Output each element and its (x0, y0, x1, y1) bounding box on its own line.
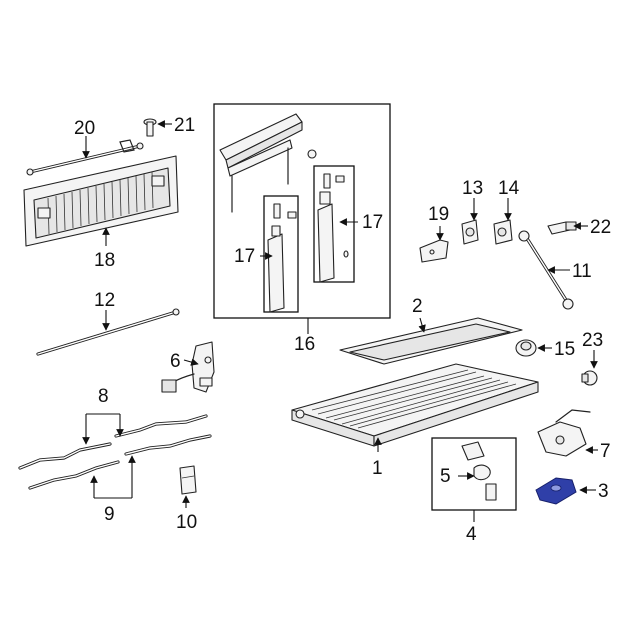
part-16-rail[interactable] (219, 113, 317, 213)
part-20-rod[interactable] (26, 139, 144, 176)
part-21-bolt[interactable] (143, 118, 157, 137)
part-6-latch[interactable] (161, 341, 215, 393)
part-1-bed[interactable] (291, 363, 539, 447)
callout-numbers: 20 21 18 12 6 8 9 10 16 17 17 2 1 19 13 … (74, 115, 611, 545)
callout-5: 5 (440, 466, 451, 487)
callout-3: 3 (598, 481, 609, 502)
callout-12: 12 (94, 290, 115, 311)
callout-14: 14 (498, 178, 520, 199)
callout-7: 7 (600, 441, 611, 462)
callout-9: 9 (104, 504, 115, 525)
part-3-striker[interactable] (535, 477, 577, 505)
callout-23: 23 (582, 330, 603, 351)
callout-17-right: 17 (362, 212, 383, 233)
part-11-cable[interactable] (518, 230, 574, 310)
part-16-frame (213, 103, 391, 319)
callout-13: 13 (462, 178, 483, 199)
callout-11: 11 (572, 261, 592, 282)
part-19-bracket[interactable] (419, 239, 449, 263)
callout-6: 6 (170, 351, 181, 372)
part-23-bolt[interactable] (581, 370, 598, 386)
callout-16: 16 (294, 334, 315, 355)
callout-8: 8 (98, 386, 109, 407)
callout-21: 21 (174, 115, 195, 136)
part-10-clip[interactable] (179, 465, 197, 495)
callout-4: 4 (466, 524, 477, 545)
part-17-bracket-left[interactable] (263, 195, 299, 313)
callout-19: 19 (428, 204, 449, 225)
part-2-mat[interactable] (339, 317, 523, 365)
callout-17-left: 17 (234, 246, 255, 267)
callout-15: 15 (554, 339, 575, 360)
callout-10: 10 (176, 512, 197, 533)
callout-1: 1 (372, 458, 383, 479)
part-13-hinge[interactable] (461, 219, 479, 245)
callout-2: 2 (412, 296, 423, 317)
part-8-9-cables[interactable] (18, 414, 212, 490)
callout-22: 22 (590, 217, 611, 238)
part-18-tailgate[interactable] (23, 155, 179, 247)
callout-18: 18 (94, 250, 115, 271)
part-12-rod[interactable] (36, 308, 180, 356)
part-4-kit[interactable] (461, 441, 497, 501)
part-14-hinge[interactable] (493, 219, 513, 245)
leader-lines (82, 120, 598, 522)
part-15-bumper[interactable] (515, 339, 537, 357)
callout-20: 20 (74, 118, 95, 139)
part-22-plug[interactable] (547, 221, 577, 235)
part-7-latch[interactable] (537, 409, 591, 457)
part-17-bracket-right[interactable] (313, 165, 355, 283)
